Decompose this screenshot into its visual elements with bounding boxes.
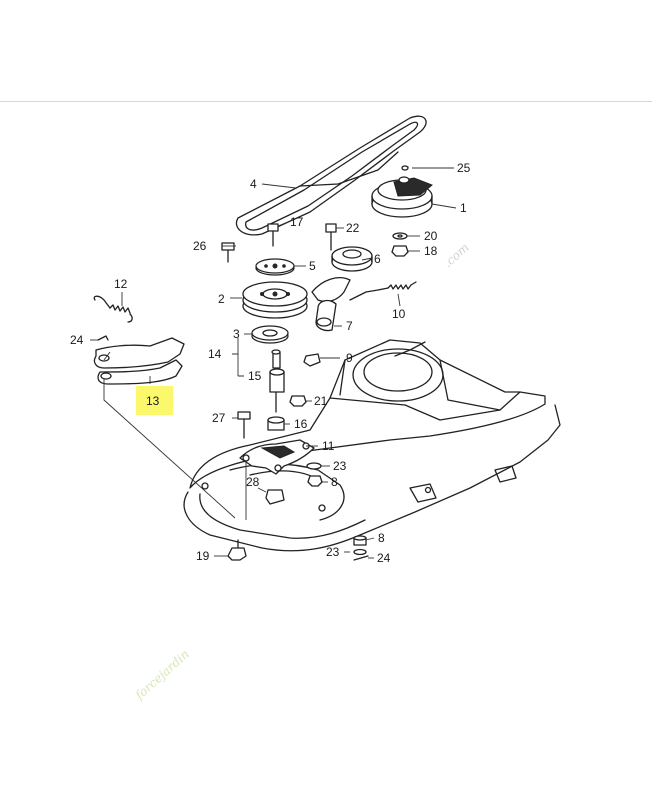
pulley-part-2 <box>242 281 308 319</box>
idler-arm-assembly <box>303 223 417 367</box>
pulley-part-1 <box>371 176 433 218</box>
watermark-green-text: forcejardin <box>132 647 192 703</box>
label-part-24-b: 24 <box>377 551 391 565</box>
label-part-16: 16 <box>294 417 308 431</box>
label-part-9: 9 <box>346 351 353 365</box>
label-part-12: 12 <box>114 277 128 291</box>
top-divider-line <box>0 101 652 102</box>
label-part-8-b: 8 <box>378 531 385 545</box>
label-part-15: 15 <box>248 369 262 383</box>
label-part-4: 4 <box>250 177 257 191</box>
label-part-5: 5 <box>309 259 316 273</box>
label-part-23: 23 <box>333 459 347 473</box>
drive-belt-part-4 <box>235 115 427 236</box>
label-part-24: 24 <box>70 333 84 347</box>
label-part-28: 28 <box>246 475 260 489</box>
label-part-23-b: 23 <box>326 545 340 559</box>
pulley-part-5 <box>255 258 295 276</box>
part-13-highlight <box>136 386 173 415</box>
spring-part-12 <box>93 295 133 323</box>
bracket-part-13 <box>93 337 185 385</box>
spindle-hardware <box>237 395 307 439</box>
small-hardware-right-top <box>391 165 409 257</box>
part-number-labels: 1 2 3 4 5 6 7 8 8 9 10 11 12 13 14 15 16… <box>70 161 471 565</box>
label-part-21: 21 <box>314 394 328 408</box>
label-part-27: 27 <box>212 411 226 425</box>
label-part-3: 3 <box>233 327 240 341</box>
label-part-8: 8 <box>331 475 338 489</box>
spindle-assembly <box>251 325 289 413</box>
cotter-part-24-left <box>97 335 109 341</box>
label-part-26: 26 <box>193 239 207 253</box>
label-part-6: 6 <box>374 252 381 266</box>
label-part-22: 22 <box>346 221 360 235</box>
blade-adapter-part-11 <box>239 439 315 475</box>
label-part-19: 19 <box>196 549 210 563</box>
watermark-gray-text: .com <box>441 240 472 270</box>
bolt-part-17 <box>267 223 279 247</box>
label-part-2: 2 <box>218 292 225 306</box>
bolt-part-26 <box>221 242 235 263</box>
label-part-25: 25 <box>457 161 471 175</box>
label-part-13: 13 <box>146 394 160 408</box>
hub-hardware <box>265 462 323 505</box>
label-part-20: 20 <box>424 229 438 243</box>
label-part-11: 11 <box>322 439 335 453</box>
label-part-14: 14 <box>208 347 222 361</box>
bottom-hardware <box>227 535 369 561</box>
label-part-17: 17 <box>290 215 304 229</box>
label-part-1: 1 <box>460 201 467 215</box>
label-part-10: 10 <box>392 307 406 321</box>
leader-lines <box>90 167 457 559</box>
label-part-7: 7 <box>346 319 353 333</box>
label-part-18: 18 <box>424 244 438 258</box>
mower-deck <box>183 339 561 552</box>
